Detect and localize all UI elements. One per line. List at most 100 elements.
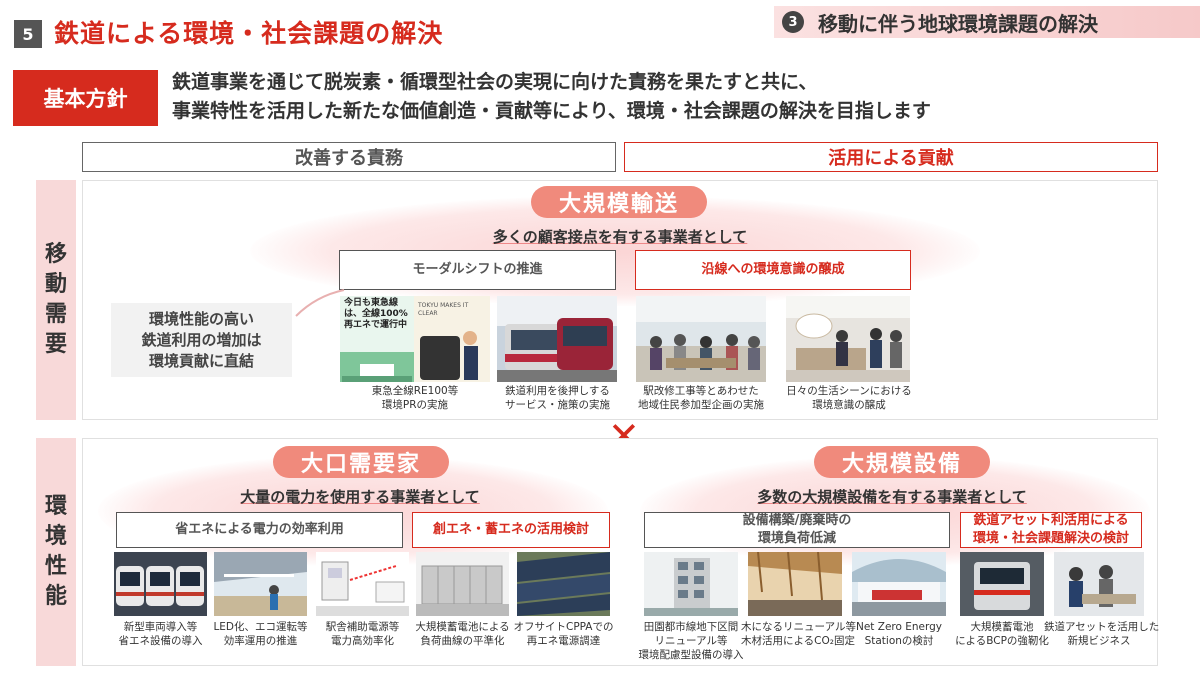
energy-efficiency-box: 省エネによる電力の効率利用 — [116, 512, 403, 548]
caption-line: Stationの検討 — [864, 635, 934, 647]
caption-line: 新型車両導入等 — [123, 621, 198, 633]
caption-new-business: 鉄道アセットを活用した 新規ビジネス — [1044, 620, 1160, 648]
caption-bcp: 大規模蓄電池 によるBCPの強靭化 — [950, 620, 1054, 648]
side-char: 動 — [44, 272, 67, 297]
column-header-obligation: 改善する責務 — [82, 142, 616, 172]
caption-line: 新規ビジネス — [1067, 635, 1131, 647]
caption-line: 大規模蓄電池 — [970, 621, 1034, 633]
box-line: 環境負荷低減 — [757, 531, 836, 546]
box-line: 設備構築/廃棄時の — [742, 513, 852, 528]
zero-energy-station-image — [852, 552, 946, 616]
caption-station-event: 駅改修工事等とあわせた 地域住民参加型企画の実施 — [628, 384, 774, 412]
pill-large-consumer: 大口需要家 — [273, 446, 449, 478]
caption-line: 環境配慮型設備の導入 — [638, 649, 744, 661]
solar-farm-image — [517, 552, 610, 616]
caption-line: 東急全線RE100等 — [371, 385, 459, 397]
caption-battery: 大規模蓄電池による 負荷曲線の平準化 — [410, 620, 515, 648]
caption-line: オフサイトCPPAでの — [513, 621, 614, 633]
caption-line: リニューアル等 — [654, 635, 728, 647]
note-line: 環境性能の高い — [148, 309, 254, 328]
caption-new-trains: 新型車両導入等 省エネ設備の導入 — [108, 620, 213, 648]
connector-line — [295, 289, 345, 317]
station-event-image — [636, 296, 766, 382]
new-business-image — [1054, 552, 1144, 616]
caption-line: 鉄道利用を後押しする — [505, 385, 610, 397]
pill-large-transport: 大規模輸送 — [531, 186, 707, 218]
red-train-image — [497, 296, 617, 382]
env-right-subtitle: 多数の大規模設備を有する事業者として — [757, 488, 1027, 506]
mobility-subtitle: 多くの顧客接点を有する事業者として — [492, 228, 748, 246]
environment-awareness-box: 沿線への環境意識の醸成 — [635, 250, 911, 290]
poster-text: 今日も東急線は、全線100%再エネで運行中 — [344, 298, 408, 330]
led-station-image — [214, 552, 307, 616]
page-title: 鉄道による環境・社会課題の解決 — [54, 19, 444, 48]
caption-line: LED化、エコ運転等 — [213, 621, 308, 633]
section-title: 移動に伴う地球環境課題の解決 — [818, 11, 1098, 36]
caption-line: 負荷曲線の平準化 — [420, 635, 505, 647]
env-left-subtitle: 大量の電力を使用する事業者として — [240, 488, 480, 506]
note-line: 鉄道利用の増加は — [141, 330, 262, 349]
section-circle-number: 3 — [782, 11, 804, 33]
policy-text: 鉄道事業を通じて脱炭素・循環型社会の実現に向けた責務を果たすと共に、 事業特性を… — [172, 68, 931, 126]
policy-line-1: 鉄道事業を通じて脱炭素・循環型社会の実現に向けた責務を果たすと共に、 — [172, 71, 818, 93]
caption-zeb: Net Zero Energy Stationの検討 — [845, 620, 953, 648]
caption-line: 効率運用の推進 — [223, 635, 298, 647]
caption-led: LED化、エコ運転等 効率運用の推進 — [209, 620, 312, 648]
side-char: 要 — [44, 332, 67, 357]
box-line: 鉄道アセット利活用による — [973, 513, 1129, 528]
caption-rail-service: 鉄道利用を後押しする サービス・施策の実施 — [485, 384, 630, 412]
side-char: 移 — [44, 242, 67, 267]
caption-line: 田園都市線地下区間 — [643, 621, 739, 633]
side-char: 境 — [44, 524, 67, 549]
caption-wood: 木になるリニューアル等 木材活用によるCO₂固定 — [741, 620, 856, 648]
side-char: 需 — [44, 302, 67, 327]
caption-daily-life: 日々の生活シーンにおける 環境意識の醸成 — [776, 384, 922, 412]
caption-line: 再エネ電源調達 — [526, 635, 601, 647]
caption-ppa: オフサイトCPPAでの 再エネ電源調達 — [511, 620, 616, 648]
caption-line: 地域住民参加型企画の実施 — [638, 399, 764, 411]
column-header-contribution: 活用による貢献 — [624, 142, 1158, 172]
battery-train-image — [960, 552, 1044, 616]
caption-line: 電力高効率化 — [331, 635, 394, 647]
daily-life-booth-image — [786, 296, 910, 382]
caption-line: サービス・施策の実施 — [505, 399, 610, 411]
caption-aux-power: 駅舎補助電源等 電力高効率化 — [310, 620, 415, 648]
side-char: 性 — [44, 554, 67, 579]
policy-line-2: 事業特性を活用した新たな価値創造・貢献等により、環境・社会課題の解決を目指します — [172, 100, 931, 122]
new-trains-image — [114, 552, 207, 616]
facility-lifecycle-box: 設備構築/廃棄時の 環境負荷低減 — [644, 512, 950, 548]
large-battery-image — [416, 552, 509, 616]
auxiliary-power-diagram — [316, 552, 409, 616]
caption-line: 環境PRの実施 — [381, 399, 449, 411]
caption-line: 木材活用によるCO₂固定 — [741, 635, 855, 647]
caption-line: 環境意識の醸成 — [812, 399, 886, 411]
caption-line: 大規模蓄電池による — [415, 621, 510, 633]
caption-line: 鉄道アセットを活用した — [1044, 621, 1160, 633]
caption-line: 日々の生活シーンにおける — [786, 385, 912, 397]
caption-underground: 田園都市線地下区間 リニューアル等 環境配慮型設備の導入 — [632, 620, 750, 662]
section-tag: 3 移動に伴う地球環境課題の解決 — [774, 6, 1200, 38]
caption-line: 駅改修工事等とあわせた — [643, 385, 759, 397]
poster-sub-text: TOKYU MAKES IT CLEAR — [418, 302, 469, 317]
caption-re100: 東急全線RE100等 環境PRの実施 — [340, 384, 490, 412]
modal-shift-box: モーダルシフトの推進 — [339, 250, 616, 290]
section-number-badge: 5 — [14, 20, 42, 48]
caption-line: Net Zero Energy — [855, 621, 943, 633]
side-char: 環 — [44, 494, 67, 519]
caption-line: 省エネ設備の導入 — [118, 635, 203, 647]
energy-creation-storage-box: 創エネ・蓄エネの活用検討 — [412, 512, 610, 548]
side-label-mobility: 移 動 需 要 — [36, 180, 76, 420]
box-line: 環境・社会課題解決の検討 — [972, 531, 1129, 546]
mobility-note: 環境性能の高い 鉄道利用の増加は 環境貢献に直結 — [111, 303, 292, 377]
re100-poster-image: 今日も東急線は、全線100%再エネで運行中 TOKYU MAKES IT CLE… — [340, 296, 490, 382]
caption-line: によるBCPの強靭化 — [955, 635, 1049, 647]
pill-large-facilities: 大規模設備 — [814, 446, 990, 478]
rail-asset-utilization-box: 鉄道アセット利活用による 環境・社会課題解決の検討 — [960, 512, 1142, 548]
side-label-environment: 環 境 性 能 — [36, 438, 76, 666]
wooden-renewal-image — [748, 552, 842, 616]
caption-line: 駅舎補助電源等 — [325, 621, 400, 633]
caption-line: 木になるリニューアル等 — [741, 621, 856, 633]
side-char: 能 — [44, 584, 67, 609]
underground-station-image — [644, 552, 738, 616]
note-line: 環境貢献に直結 — [148, 351, 254, 370]
